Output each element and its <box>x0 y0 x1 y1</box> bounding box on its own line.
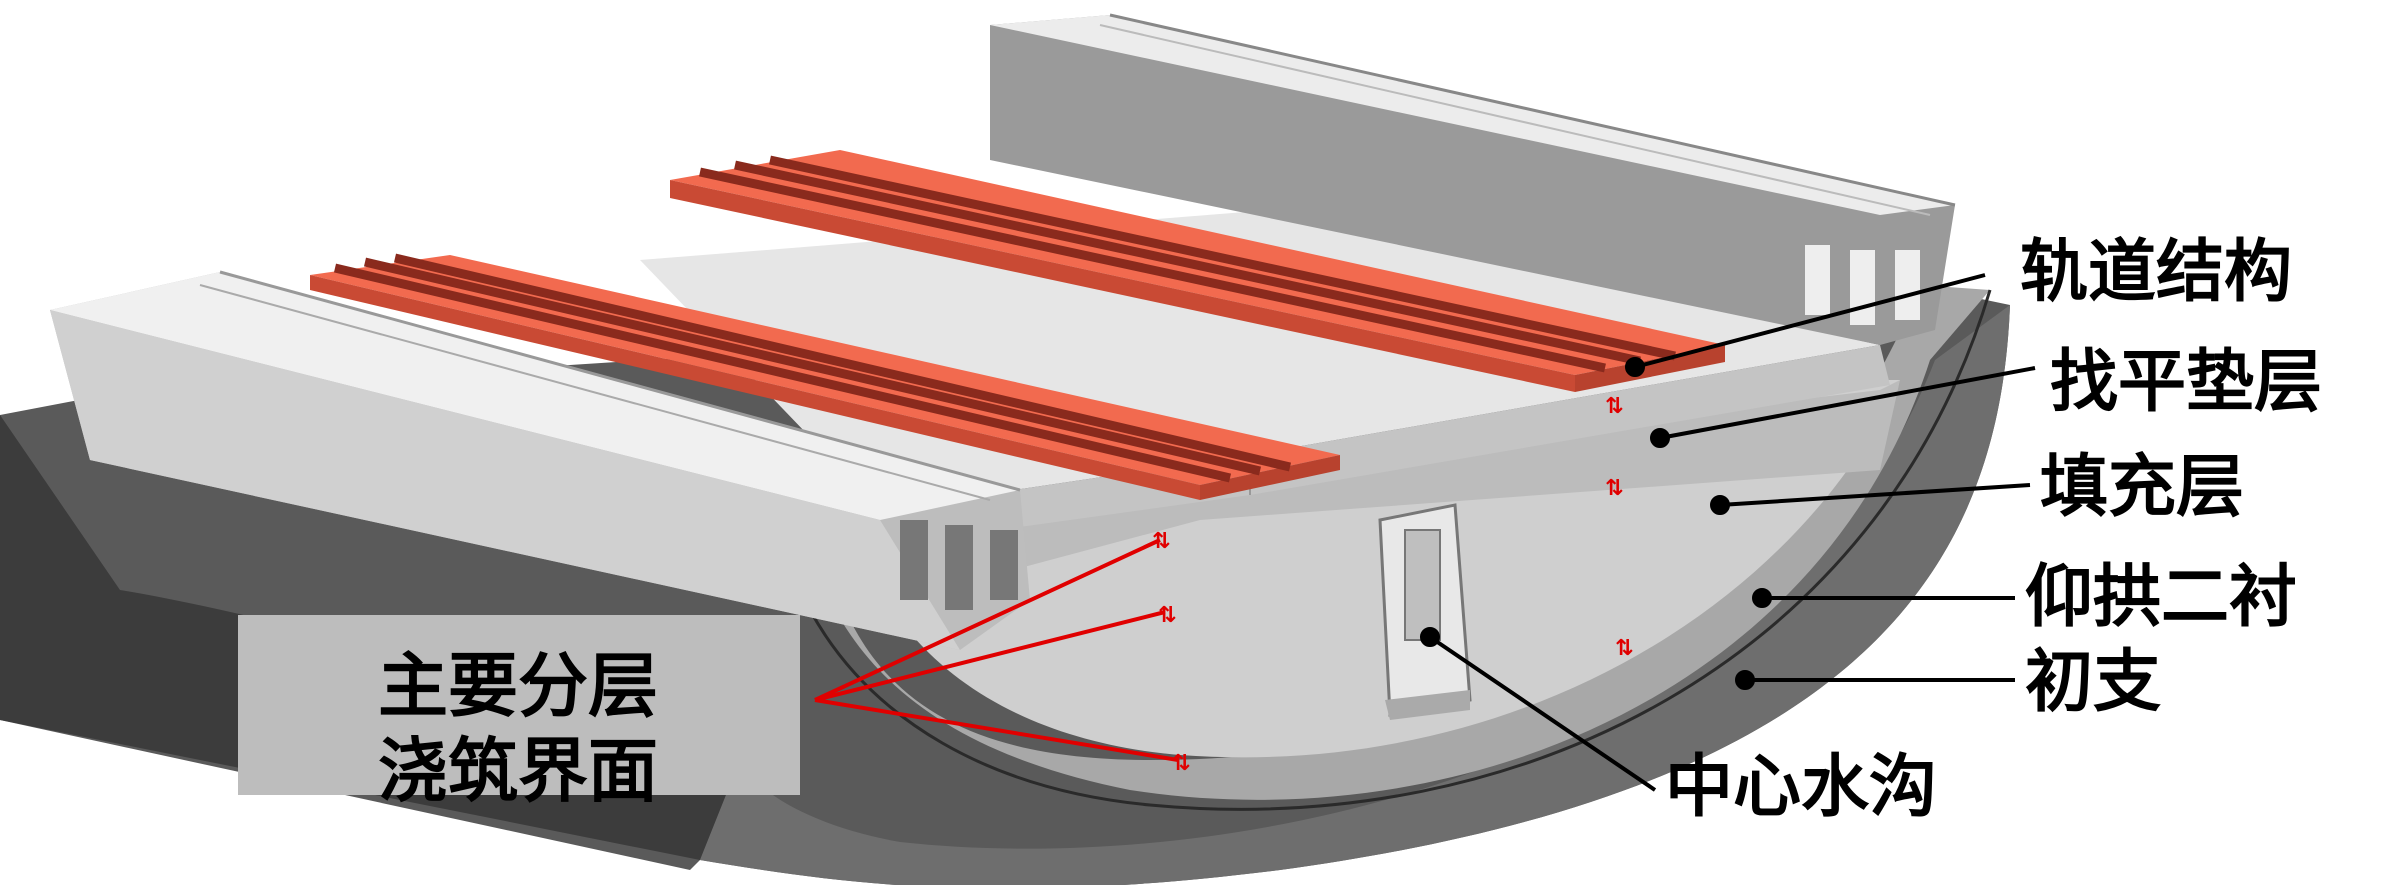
interface-marker: ⇅ <box>1615 636 1633 661</box>
callout-line2: 浇筑界面 <box>378 729 658 812</box>
label-central-drain: 中心水沟 <box>1665 747 1937 827</box>
right-side-wall <box>990 13 1956 345</box>
label-filling-layer: 填充层 <box>2040 447 2244 527</box>
labels: 轨道结构 找平垫层 填充层 仰拱二衬 初支 中心水沟 <box>1665 232 2322 827</box>
interface-marker: ⇅ <box>1172 751 1190 776</box>
interface-marker: ⇅ <box>1605 476 1623 501</box>
leader-lines <box>1420 273 2036 792</box>
left-track-slab <box>310 253 1340 500</box>
interface-markers: ⇅ ⇅ ⇅ ⇅ ⇅ ⇅ <box>1152 394 1633 776</box>
callout-box: 主要分层 浇筑界面 <box>238 615 800 812</box>
callout-line1: 主要分层 <box>378 644 658 727</box>
right-track-slab <box>670 150 1725 392</box>
callout-red-lines <box>814 538 1179 762</box>
interface-marker: ⇅ <box>1158 603 1176 628</box>
interface-marker: ⇅ <box>1152 529 1170 554</box>
label-leveling-layer: 找平垫层 <box>2050 342 2322 422</box>
left-side-wall <box>50 270 1030 650</box>
label-primary-support: 初支 <box>2025 642 2161 722</box>
central-drain <box>1378 503 1472 720</box>
label-track-structure: 轨道结构 <box>2020 232 2292 312</box>
label-invert-secondary-lining: 仰拱二衬 <box>2025 557 2297 637</box>
interface-marker: ⇅ <box>1605 394 1623 419</box>
